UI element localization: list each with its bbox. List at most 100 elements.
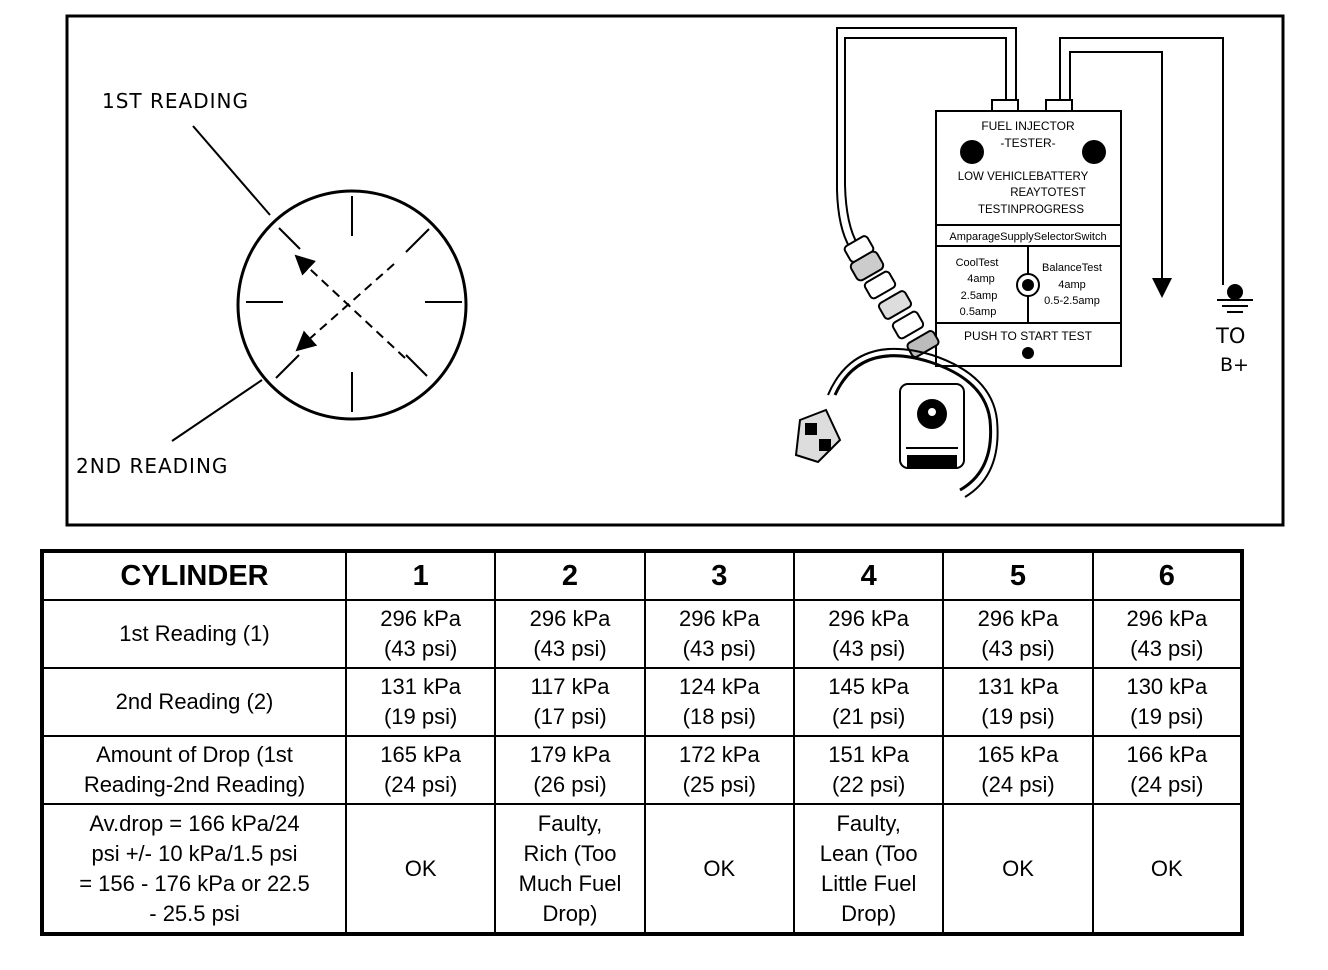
cell-line: (19 psi): [981, 704, 1055, 729]
cylinder-1-cell: 165 kPa (24 psi): [344, 735, 497, 805]
cell-line: (43 psi): [981, 636, 1055, 661]
cylinder-2-cell: 117 kPa (17 psi): [494, 667, 646, 737]
cylinder-4-cell: 151 kPa(22 psi): [792, 735, 945, 805]
cell-line: (25 psi): [682, 772, 756, 797]
cell-line: 130 kPa: [1126, 674, 1208, 699]
cell-line: 179 kPa: [529, 742, 611, 767]
cylinder-1-cell: 131 kPa (19 psi): [344, 667, 497, 737]
cylinder-6-cell: 166 kPa(24 psi): [1091, 735, 1244, 805]
cell-line: Rich (Too: [523, 840, 617, 866]
cell-line: (21 psi): [831, 704, 906, 729]
row-label: 2nd Reading (2): [41, 667, 347, 737]
cylinder-4-cell: 145 kPa (21 psi): [792, 667, 945, 737]
tester-title-line2: -TESTER-: [1000, 136, 1055, 150]
cell-line: Little Fuel: [820, 870, 917, 896]
cell-line: 296 kPa: [828, 606, 910, 631]
status-test-in-progress: TESTINPROGRESS: [978, 204, 1084, 216]
cell-line: (43 psi): [831, 636, 906, 661]
cell-line: 165 kPa: [380, 742, 462, 767]
status-low-battery: LOW VEHICLEBATTERY: [958, 171, 1089, 183]
row-label-text: 2nd Reading (2): [115, 689, 274, 714]
cool-test-title: CoolTest: [956, 257, 999, 269]
cylinder-5-header: 5: [942, 550, 1094, 601]
cell-line: Lean (Too: [819, 840, 918, 866]
cylinder-6-header: 6: [1091, 550, 1244, 601]
cylinder-1-cell: 296 kPa (43 psi): [344, 599, 497, 669]
cell-line: OK: [404, 855, 437, 881]
cylinder-4-cell: 296 kPa (43 psi): [792, 599, 945, 669]
cool-test-4amp: 4amp: [967, 273, 995, 285]
cell-line: 131 kPa: [977, 674, 1059, 699]
row-label-text: 1st Reading (1): [119, 621, 270, 646]
cell-line: (43 psi): [682, 636, 756, 661]
cell-line: 296 kPa: [977, 606, 1059, 631]
cylinder-6-cell: OK: [1091, 803, 1244, 935]
cylinder-6-cell: 296 kPa(43 psi): [1091, 599, 1244, 669]
injector-connector-assembly: [794, 235, 999, 498]
table-header-row: CYLINDER 1 2 3 4 5 6: [41, 550, 1244, 601]
fuel-injector-tester: [935, 99, 1122, 367]
cylinder-3-header: 3: [643, 550, 795, 601]
cell-line: (17 psi): [533, 704, 607, 729]
cell-line: (43 psi): [383, 636, 458, 661]
row-label-line: Reading-2nd Reading): [83, 772, 306, 797]
injector-results-table: CYLINDER 1 2 3 4 5 6 1st Reading (1) 296 …: [40, 549, 1244, 936]
cell-line: 145 kPa: [828, 674, 910, 699]
row-label-line: - 25.5 psi: [149, 900, 240, 926]
cell-line: OK: [1150, 855, 1183, 881]
push-to-start-button[interactable]: [1022, 347, 1034, 359]
cell-line: (19 psi): [383, 704, 458, 729]
push-to-start-label: PUSH TO START TEST: [964, 329, 1093, 343]
balance-test-range: 0.5-2.5amp: [1044, 295, 1100, 307]
cell-line: (24 psi): [1130, 772, 1204, 797]
cylinder-3-cell: 172 kPa(25 psi): [643, 735, 795, 805]
cylinder-4-header: 4: [792, 550, 945, 601]
cell-line: Faulty,: [836, 810, 901, 836]
cell-line: (22 psi): [831, 772, 906, 797]
cylinder-3-cell: OK: [643, 803, 795, 935]
cell-line: 131 kPa: [380, 674, 462, 699]
cell-line: 296 kPa: [678, 606, 760, 631]
cylinder-2-cell: 296 kPa(43 psi): [494, 599, 646, 669]
cylinder-5-cell: OK: [942, 803, 1094, 935]
tester-leads: [836, 27, 1224, 298]
cell-line: 296 kPa: [380, 606, 462, 631]
cylinder-2-header: 2: [494, 550, 646, 601]
cylinder-6-cell: 130 kPa (19 psi): [1091, 667, 1244, 737]
first-reading-label: 1ST READING: [102, 89, 249, 113]
cell-line: (24 psi): [981, 772, 1055, 797]
indicator-lamp-right: [1082, 140, 1106, 164]
cell-line: (24 psi): [383, 772, 458, 797]
cylinder-3-cell: 124 kPa (18 psi): [643, 667, 795, 737]
cylinder-2-cell: 179 kPa (26 psi): [494, 735, 646, 805]
cell-line: (43 psi): [1130, 636, 1204, 661]
status-ready-to-test: REAYTOTEST: [1010, 187, 1086, 199]
indicator-lamp-left: [960, 140, 984, 164]
cell-line: (19 psi): [1130, 704, 1204, 729]
cool-test-2-5amp: 2.5amp: [961, 290, 998, 302]
cell-line: 165 kPa: [977, 742, 1059, 767]
cell-line: (18 psi): [682, 704, 756, 729]
cylinder-header: CYLINDER: [41, 550, 347, 601]
cell-line: 124 kPa: [678, 674, 760, 699]
diagram: 1ST READING 2ND READING TO B+ FUEL INJEC…: [65, 14, 1285, 527]
second-reading-label: 2ND READING: [76, 454, 228, 478]
cell-line: Faulty,: [537, 810, 603, 836]
cell-line: (26 psi): [533, 772, 607, 797]
row-label-line: Amount of Drop (1st: [96, 742, 293, 767]
cell-line: OK: [703, 855, 736, 881]
cell-line: 117 kPa: [530, 674, 610, 699]
row-label-line: = 156 - 176 kPa or 22.5: [79, 870, 310, 896]
row-label-line: psi +/- 10 kPa/1.5 psi: [91, 840, 298, 866]
table-body: 1st Reading (1) 296 kPa (43 psi) 296 kPa (43…: [41, 599, 1244, 935]
pressure-gauge: [171, 125, 468, 442]
cylinder-1-header: 1: [344, 550, 497, 601]
balance-test-title: BalanceTest: [1042, 262, 1102, 274]
cell-line: (43 psi): [533, 636, 607, 661]
diagram-frame: [65, 14, 1285, 527]
balance-test-4amp: 4amp: [1058, 279, 1086, 291]
